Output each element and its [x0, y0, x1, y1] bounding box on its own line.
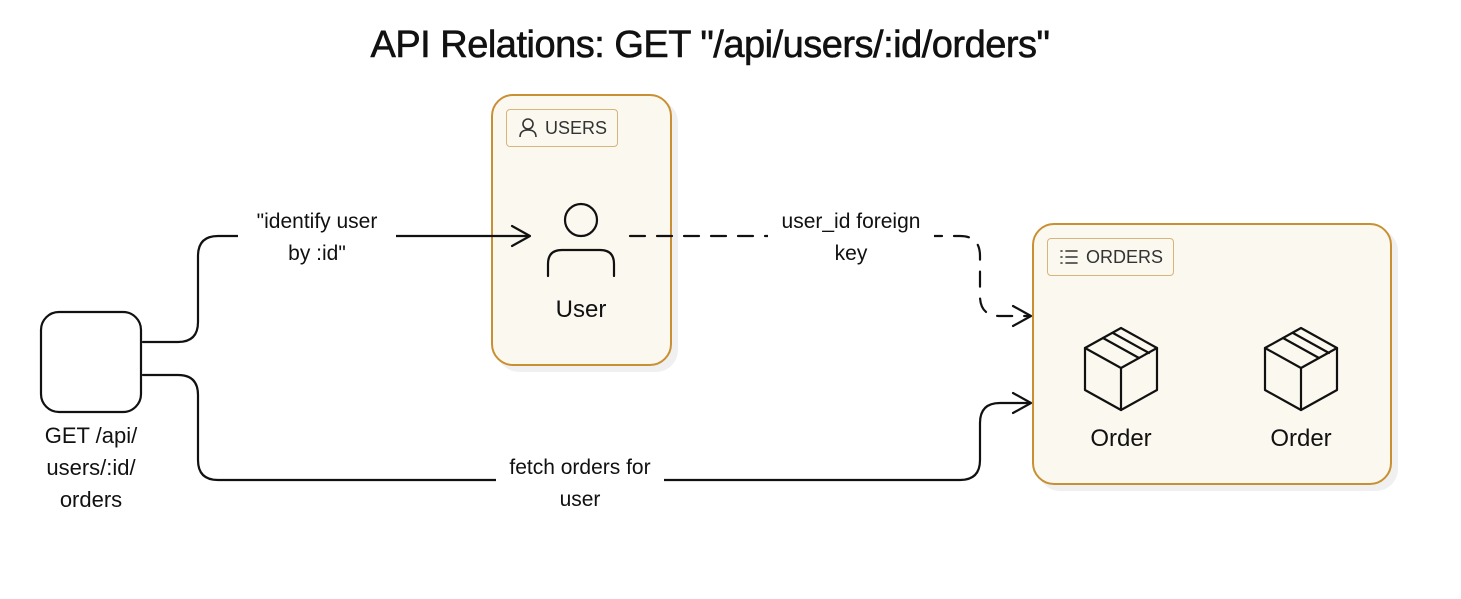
- users-group-tag-label: USERS: [545, 117, 608, 138]
- orders-group-tag-label: ORDERS: [1086, 246, 1164, 267]
- endpoint-label: GET /api/ users/:id/ orders: [21, 420, 161, 516]
- endpoint-node: [39, 310, 143, 414]
- endpoint-label-line-1: GET /api/: [44, 423, 138, 448]
- endpoint-label-line-3: orders: [59, 487, 123, 512]
- order-node-label-2: Order: [1270, 425, 1332, 452]
- identify-edge-label: "identify user by :id": [238, 206, 396, 270]
- foreign-key-edge-label: user_id foreign key: [768, 206, 934, 270]
- identify-edge-label-line-1: "identify user: [256, 210, 378, 233]
- fetch-edge-label-line-1: fetch orders for: [509, 456, 651, 479]
- fetch-edge-label: fetch orders for user: [496, 452, 664, 516]
- foreign-key-edge-label-line-2: key: [834, 242, 868, 265]
- foreign-key-arrowhead: [1011, 304, 1033, 328]
- foreign-key-edge-label-line-1: user_id foreign: [781, 210, 921, 233]
- diagram-title: API Relations: GET "/api/users/:id/order…: [370, 24, 1050, 67]
- user-icon: [546, 202, 616, 278]
- fetch-arrowhead: [1011, 391, 1033, 415]
- fetch-edge-label-line-2: user: [559, 488, 601, 511]
- identify-edge-label-line-2: by :id": [288, 242, 346, 265]
- identify-edge: [141, 234, 530, 344]
- identify-arrowhead: [510, 224, 532, 248]
- users-group-tag: USERS: [506, 109, 619, 147]
- box-icon: [1263, 326, 1339, 412]
- order-node-label-1: Order: [1090, 425, 1152, 452]
- person-icon: [519, 118, 537, 138]
- orders-group-tag: ORDERS: [1047, 238, 1175, 276]
- foreign-key-edge: [628, 234, 1032, 318]
- endpoint-label-line-2: users/:id/: [46, 455, 136, 480]
- list-icon: [1060, 250, 1078, 264]
- box-icon: [1083, 326, 1159, 412]
- user-node-label: User: [555, 296, 607, 323]
